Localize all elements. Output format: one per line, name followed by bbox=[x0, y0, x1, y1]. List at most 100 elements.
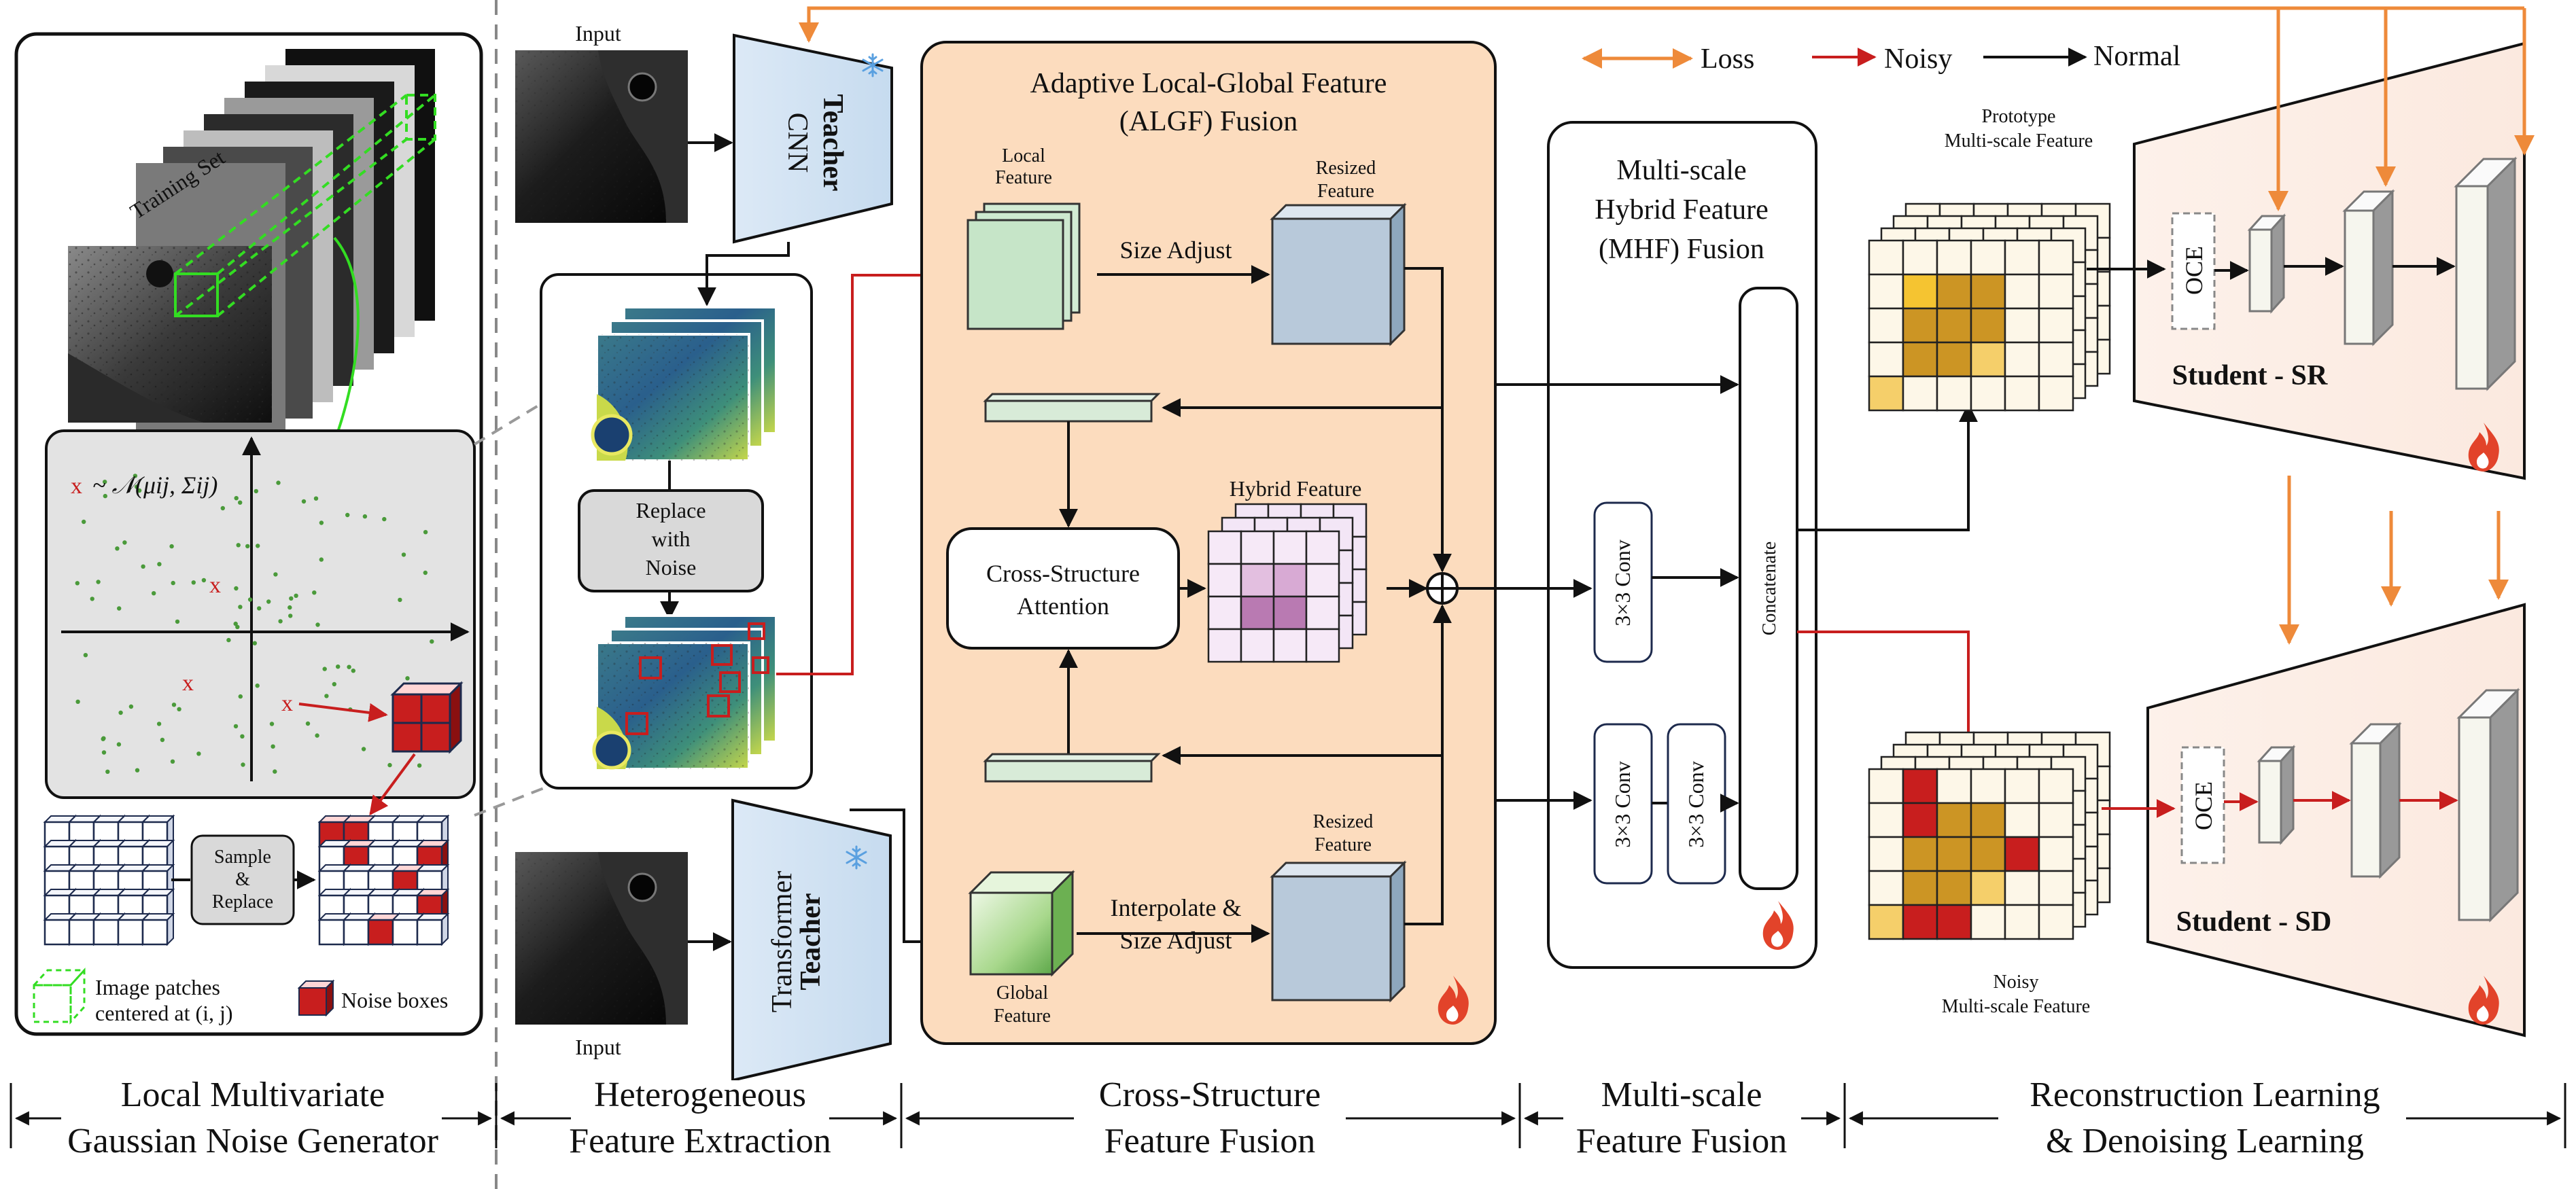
global-feature-l2: Feature bbox=[994, 1006, 1051, 1027]
scatter-point bbox=[238, 500, 243, 505]
scatter-point bbox=[417, 763, 422, 768]
scatter-point bbox=[236, 543, 241, 548]
concatenate-box bbox=[1739, 287, 1798, 890]
oce-sr bbox=[2171, 212, 2216, 330]
scatter-point bbox=[315, 733, 319, 738]
resized-feature-bottom bbox=[1270, 860, 1407, 1003]
scatter-point bbox=[398, 597, 402, 603]
scatter-point bbox=[257, 606, 262, 611]
scatter-point bbox=[103, 493, 107, 499]
scatter-point bbox=[196, 751, 201, 756]
scatter-point bbox=[345, 512, 350, 518]
projection-bar-top-front bbox=[984, 400, 1153, 423]
scatter-point bbox=[141, 564, 145, 569]
oce-sd bbox=[2180, 746, 2225, 864]
section-2-l2: Feature Extraction bbox=[569, 1122, 831, 1160]
scatter-point bbox=[115, 546, 120, 551]
scatter-point bbox=[103, 480, 107, 484]
mhf-title-l1: Multi-scale bbox=[1616, 155, 1746, 186]
legend-normal: Normal bbox=[2093, 41, 2180, 72]
sum-node bbox=[1426, 572, 1459, 605]
scatter-point bbox=[101, 750, 107, 755]
scatter-point bbox=[90, 597, 94, 601]
scatter-point bbox=[175, 619, 180, 624]
cnn-to-heatmap-arrow bbox=[697, 242, 790, 306]
algf-title-l1: Adaptive Local-Global Feature bbox=[1030, 68, 1387, 99]
sample-x-mark: x bbox=[71, 474, 82, 499]
scatter-point bbox=[312, 590, 317, 595]
teacher-transformer bbox=[731, 798, 892, 1082]
cross-attention-box bbox=[946, 527, 1180, 650]
replace-l1: Replace bbox=[636, 498, 706, 522]
section-4-l1: Multi-scale bbox=[1601, 1076, 1762, 1114]
scatter-point bbox=[235, 624, 240, 629]
noisy-patch-grid bbox=[317, 814, 450, 946]
scatter-point bbox=[152, 591, 156, 596]
scatter-point bbox=[226, 637, 231, 643]
teacher-transformer-l2: Transformer bbox=[767, 871, 798, 1012]
legend: Loss Noisy Normal bbox=[1582, 41, 2180, 75]
scatter-point bbox=[278, 619, 283, 624]
algf-title-l2: (ALGF) Fusion bbox=[1119, 106, 1298, 137]
sample-replace-l1: Sample bbox=[214, 847, 271, 868]
student-sd-trapezoid bbox=[2146, 603, 2526, 1037]
section-3-l1: Cross-Structure bbox=[1099, 1076, 1321, 1114]
concat-to-prototype bbox=[1797, 403, 1978, 531]
noise-box-legend-label: Noise boxes bbox=[341, 988, 448, 1012]
teacher-cnn-l1: Teacher bbox=[817, 94, 848, 191]
scatter-point bbox=[401, 552, 406, 557]
patch-cube bbox=[174, 94, 436, 317]
scatter-point bbox=[118, 710, 123, 715]
conv-b2-label: 3×3 Conv bbox=[1684, 761, 1708, 847]
grid-cell bbox=[141, 912, 175, 946]
zoom-line-bottom bbox=[474, 787, 544, 817]
scatter-point bbox=[83, 653, 88, 658]
scatter-point bbox=[273, 572, 278, 577]
teacher-cnn bbox=[733, 33, 893, 244]
scatter-point bbox=[423, 530, 428, 535]
scatter-point bbox=[305, 721, 311, 726]
scatter-point bbox=[254, 489, 258, 494]
scatter-point bbox=[170, 759, 175, 764]
scatter-point bbox=[133, 474, 138, 478]
scatter-point bbox=[238, 694, 243, 699]
scatter-point bbox=[266, 599, 271, 604]
scatter-point bbox=[276, 480, 281, 485]
student-sr-label: Student - SR bbox=[2172, 360, 2328, 391]
size-adjust-label: Size Adjust bbox=[1119, 236, 1232, 264]
feature-layer bbox=[1868, 239, 2074, 412]
heatmap-stack-top bbox=[591, 306, 778, 462]
loss-line-top bbox=[799, 6, 2524, 43]
scatter-point bbox=[135, 768, 140, 773]
teacher-cnn-l2: CNN bbox=[782, 113, 813, 173]
scatter-point bbox=[238, 605, 243, 609]
scatter-point bbox=[171, 580, 175, 586]
section-5-l2: & Denoising Learning bbox=[2046, 1122, 2364, 1160]
hybrid-feature-label: Hybrid Feature bbox=[1230, 476, 1362, 501]
scatter-point bbox=[191, 580, 196, 585]
student-sr-layer-1 bbox=[2247, 213, 2286, 314]
teacher-transformer-l1: Teacher bbox=[795, 893, 826, 990]
input-image-bottom bbox=[515, 852, 688, 1025]
scatter-point bbox=[157, 562, 162, 567]
sample-to-noise-arrow bbox=[298, 703, 388, 722]
patches-legend-l1: Image patches bbox=[95, 975, 220, 999]
section-1-l1: Local Multivariate bbox=[121, 1076, 385, 1114]
resized-bottom-to-sum bbox=[1404, 604, 1452, 925]
noisy-to-algf-arrow bbox=[776, 266, 964, 675]
hybrid-feature-grid bbox=[1207, 503, 1368, 663]
input-image-top bbox=[515, 50, 688, 223]
resized-bottom-l1: Resized bbox=[1313, 811, 1374, 832]
student-sd-layer-2 bbox=[2349, 722, 2402, 879]
resized-top-to-sum bbox=[1404, 267, 1452, 573]
scatter-point bbox=[117, 606, 122, 611]
scatter-point bbox=[382, 516, 387, 522]
noise-cube bbox=[390, 681, 464, 754]
section-3-l2: Feature Fusion bbox=[1104, 1122, 1316, 1160]
resized-feature-top bbox=[1270, 202, 1407, 347]
scatter-point bbox=[324, 694, 329, 698]
global-feature-l1: Global bbox=[996, 982, 1048, 1004]
cross-attention-l2: Attention bbox=[1017, 592, 1109, 620]
scatter-point bbox=[322, 667, 327, 671]
sample-replace-l3: Replace bbox=[212, 891, 273, 912]
